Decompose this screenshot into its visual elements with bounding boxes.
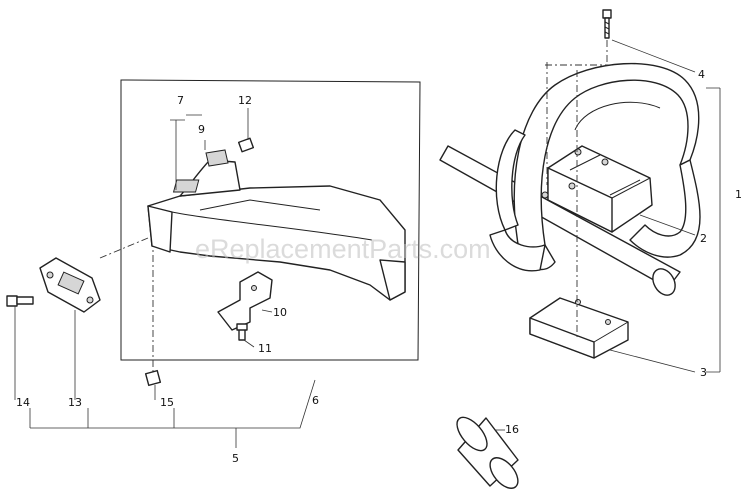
callout-11: 11 xyxy=(258,342,272,355)
leader-lines xyxy=(14,39,721,448)
callout-4: 4 xyxy=(698,68,705,81)
nut-12 xyxy=(237,137,255,153)
callout-2: 2 xyxy=(700,232,707,245)
callout-9: 9 xyxy=(198,123,205,136)
watermark: eReplacementParts.com xyxy=(195,234,491,264)
detail-box xyxy=(120,79,421,361)
screw-14 xyxy=(6,295,34,307)
lower-clamp xyxy=(529,297,629,359)
callout-7: 7 xyxy=(177,94,184,107)
upper-clamp xyxy=(541,145,653,233)
callout-5: 5 xyxy=(232,452,239,465)
assembly-line xyxy=(99,237,154,372)
callout-10: 10 xyxy=(273,306,287,319)
guard xyxy=(147,149,406,301)
sleeve xyxy=(456,416,519,489)
handle-bolt xyxy=(602,9,612,39)
callout-14: 14 xyxy=(16,396,30,409)
callout-1: 1 xyxy=(735,188,742,201)
callout-16: 16 xyxy=(505,423,519,436)
loop-handle xyxy=(489,62,701,272)
assembly-line xyxy=(545,40,615,340)
callout-12: 12 xyxy=(238,94,252,107)
callout-3: 3 xyxy=(700,366,707,379)
nut-15 xyxy=(144,369,162,387)
callout-15: 15 xyxy=(160,396,174,409)
bracket xyxy=(217,271,273,331)
plate xyxy=(39,257,101,313)
callout-6: 6 xyxy=(312,394,319,407)
callout-13: 13 xyxy=(68,396,82,409)
screw-11 xyxy=(236,323,248,341)
